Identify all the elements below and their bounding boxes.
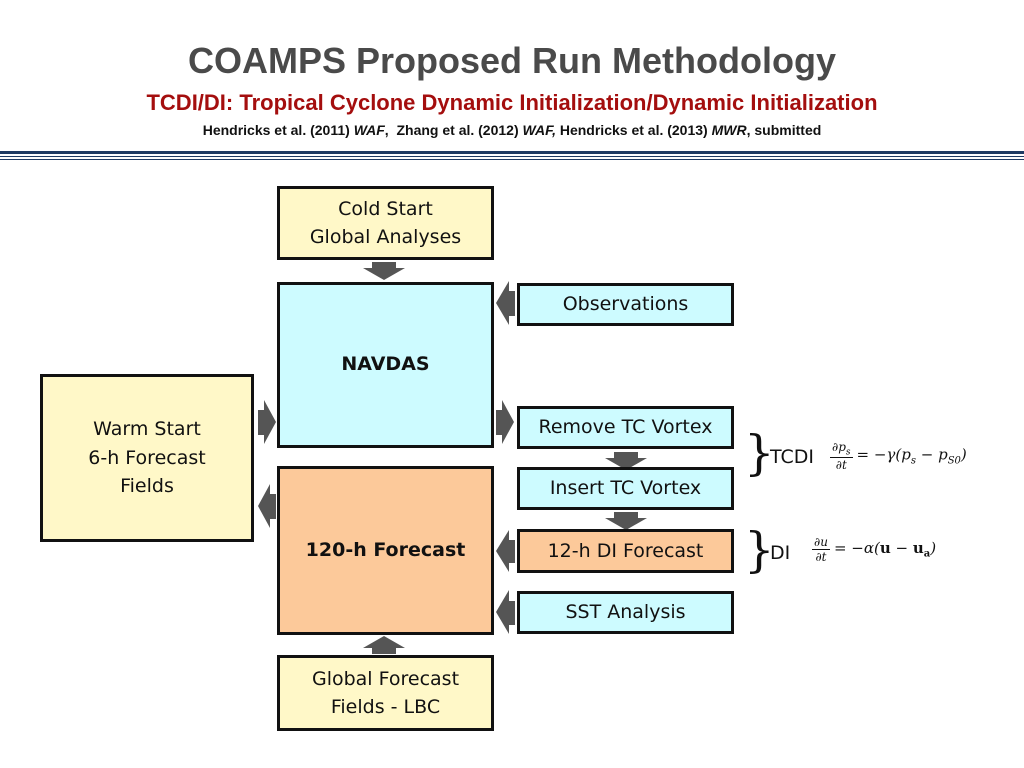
ref-1: Hendricks et al. (2011): [202, 122, 354, 138]
ref-3-journal: MWR: [711, 122, 747, 138]
arrow-forecast-to-warm: [258, 484, 276, 528]
tcdi-den: ∂t: [835, 458, 847, 473]
arrow-remove-to-insert: [605, 452, 647, 470]
tcdi-num-text: ∂p: [832, 440, 846, 454]
tcdi-rhs-post: ): [960, 445, 967, 464]
di-rhs-u: u: [879, 539, 891, 557]
di-rhs-post: ): [930, 539, 937, 557]
page-subtitle: TCDI/DI: Tropical Cyclone Dynamic Initia…: [146, 90, 878, 115]
references-line: Hendricks et al. (2011) WAF, Zhang et al…: [0, 122, 1024, 138]
ref-3: Hendricks et al. (2013): [555, 122, 712, 138]
forecast-label: 120-h Forecast: [305, 539, 466, 562]
tcdi-label: TCDI: [770, 446, 814, 468]
arrow-cold-to-navdas: [363, 262, 405, 280]
ref-1-journal: WAF: [353, 122, 385, 138]
sst-label: SST Analysis: [565, 601, 686, 624]
di-brace: }: [744, 522, 775, 578]
di-rhs-ua: u: [912, 539, 924, 557]
header-rule-thin-2: [0, 159, 1024, 160]
arrow-lbc-to-forecast: [363, 636, 405, 654]
observations-box: Observations: [517, 283, 734, 326]
sst-box: SST Analysis: [517, 591, 734, 634]
warm-start-line1: Warm Start: [93, 418, 201, 440]
di-forecast-box: 12-h DI Forecast: [517, 529, 734, 573]
arrow-insert-to-di: [605, 512, 647, 530]
insert-vortex-label: Insert TC Vortex: [549, 477, 702, 500]
arrow-navdas-to-remove: [496, 400, 514, 444]
tcdi-num: ∂ps: [830, 440, 853, 459]
di-fraction: ∂u ∂t: [812, 535, 830, 564]
global-lbc-line1: Global Forecast: [311, 667, 460, 690]
tcdi-rhs-mid: − p: [915, 445, 948, 464]
warm-start-line3: Fields: [120, 475, 174, 497]
tcdi-rhs-sub1: s: [910, 455, 916, 467]
arrow-obs-to-navdas: [496, 281, 515, 325]
remove-vortex-box: Remove TC Vortex: [517, 406, 734, 449]
forecast-box: 120-h Forecast: [277, 466, 494, 635]
tcdi-equation: ∂ps ∂t = −γ(ps − pS0): [830, 440, 967, 472]
global-lbc-line2: Fields - LBC: [330, 696, 441, 718]
page-title: COAMPS Proposed Run Methodology: [188, 40, 836, 81]
di-label: DI: [770, 542, 791, 564]
ref-2: Zhang et al. (2012): [396, 122, 523, 138]
warm-start-line2: 6-h Forecast: [88, 446, 206, 469]
arrow-warm-to-navdas: [258, 400, 276, 444]
ref-2-journal: WAF,: [522, 122, 556, 138]
header-rule-thick: [0, 151, 1024, 154]
di-den: ∂t: [815, 550, 827, 564]
ref-3-suffix: , submitted: [746, 122, 822, 138]
arrow-sst-to-forecast: [496, 590, 515, 634]
cold-start-line1: Cold Start: [338, 197, 433, 220]
navdas-box: NAVDAS: [277, 282, 494, 448]
ref-1-sep: ,: [384, 122, 397, 138]
cold-start-line2: Global Analyses: [309, 226, 462, 248]
di-rhs-pre: = −α(: [833, 539, 880, 557]
arrow-di-to-forecast: [496, 530, 515, 572]
navdas-label: NAVDAS: [341, 352, 430, 375]
di-rhs-sub: a: [923, 548, 931, 560]
insert-vortex-box: Insert TC Vortex: [517, 467, 734, 510]
di-num: ∂u: [812, 535, 830, 550]
di-equation: ∂u ∂t = −α(u − ua): [812, 535, 936, 564]
di-forecast-label: 12-h DI Forecast: [547, 539, 704, 562]
observations-label: Observations: [562, 293, 689, 316]
tcdi-rhs-sub2: S0: [947, 455, 961, 467]
tcdi-fraction: ∂ps ∂t: [830, 440, 853, 472]
remove-vortex-label: Remove TC Vortex: [538, 416, 713, 439]
tcdi-rhs-pre: = −γ(p: [856, 445, 911, 464]
header-rule-thin-1: [0, 156, 1024, 157]
di-rhs-mid: −: [890, 539, 913, 557]
tcdi-brace: }: [744, 425, 775, 481]
tcdi-num-sub: s: [845, 447, 851, 458]
